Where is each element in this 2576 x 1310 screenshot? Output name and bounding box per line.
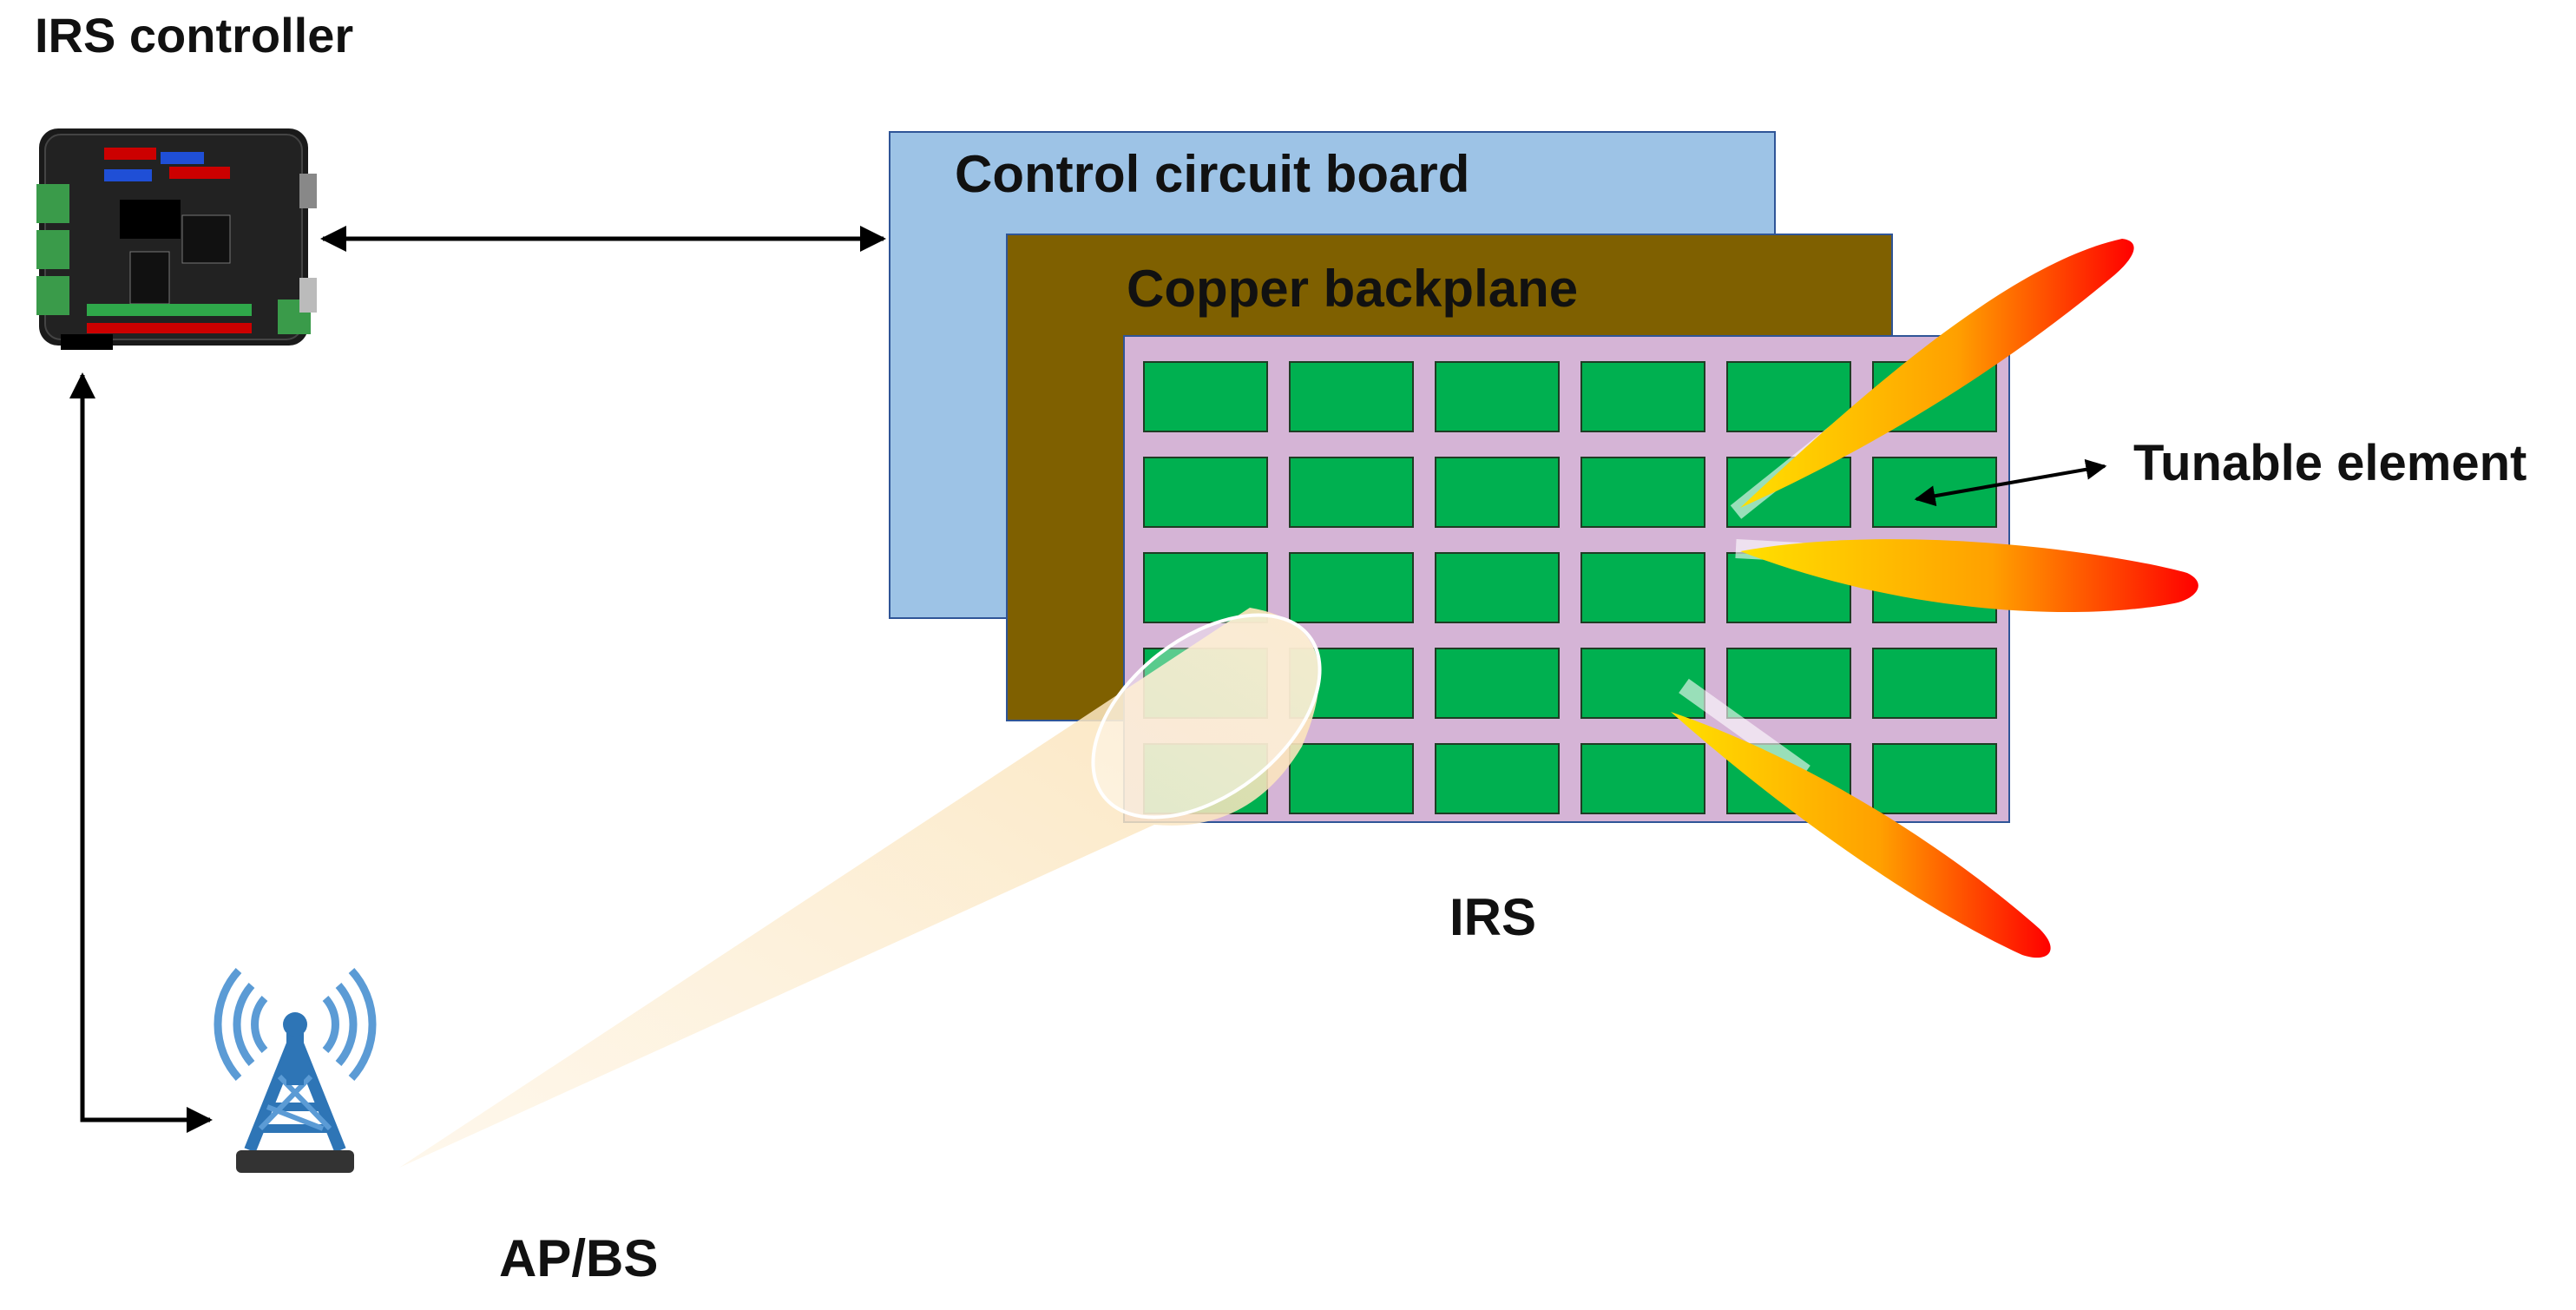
tunable-element <box>1435 457 1560 528</box>
tunable-element <box>1289 743 1414 814</box>
tunable-element-label: Tunable element <box>2133 435 2527 491</box>
controller-ap-arrow <box>69 372 213 1133</box>
tunable-element <box>1726 361 1851 432</box>
tunable-element <box>1289 457 1414 528</box>
irs-label: IRS <box>1449 888 1537 946</box>
tunable-element <box>1580 648 1705 719</box>
tunable-element <box>1872 457 1997 528</box>
tunable-element <box>1143 457 1268 528</box>
tunable-element <box>1872 743 1997 814</box>
circuit-board-icon <box>36 128 317 350</box>
copper-backplane-label: Copper backplane <box>1127 260 1579 318</box>
tunable-element <box>1289 552 1414 623</box>
antenna-tower-icon <box>214 967 377 1173</box>
tunable-element <box>1726 648 1851 719</box>
tunable-element <box>1435 743 1560 814</box>
tunable-element <box>1580 743 1705 814</box>
tunable-element <box>1872 648 1997 719</box>
incident-beam <box>399 608 1319 1168</box>
reflected-beam-3 <box>1671 678 2051 958</box>
tunable-element-arrow <box>1914 458 2107 507</box>
tunable-element <box>1143 361 1268 432</box>
tunable-element <box>1580 361 1705 432</box>
irs-controller-label: IRS controller <box>35 8 354 63</box>
tunable-element <box>1289 361 1414 432</box>
tunable-element <box>1580 457 1705 528</box>
reflected-beam-1 <box>1730 239 2134 519</box>
ap-bs-label: AP/BS <box>499 1229 659 1287</box>
control-board-label: Control circuit board <box>955 145 1470 203</box>
reflected-beam-2 <box>1735 539 2198 613</box>
tunable-element <box>1435 361 1560 432</box>
tunable-element <box>1435 648 1560 719</box>
tunable-element <box>1580 552 1705 623</box>
tunable-element <box>1435 552 1560 623</box>
illuminated-spot <box>1091 613 1322 820</box>
